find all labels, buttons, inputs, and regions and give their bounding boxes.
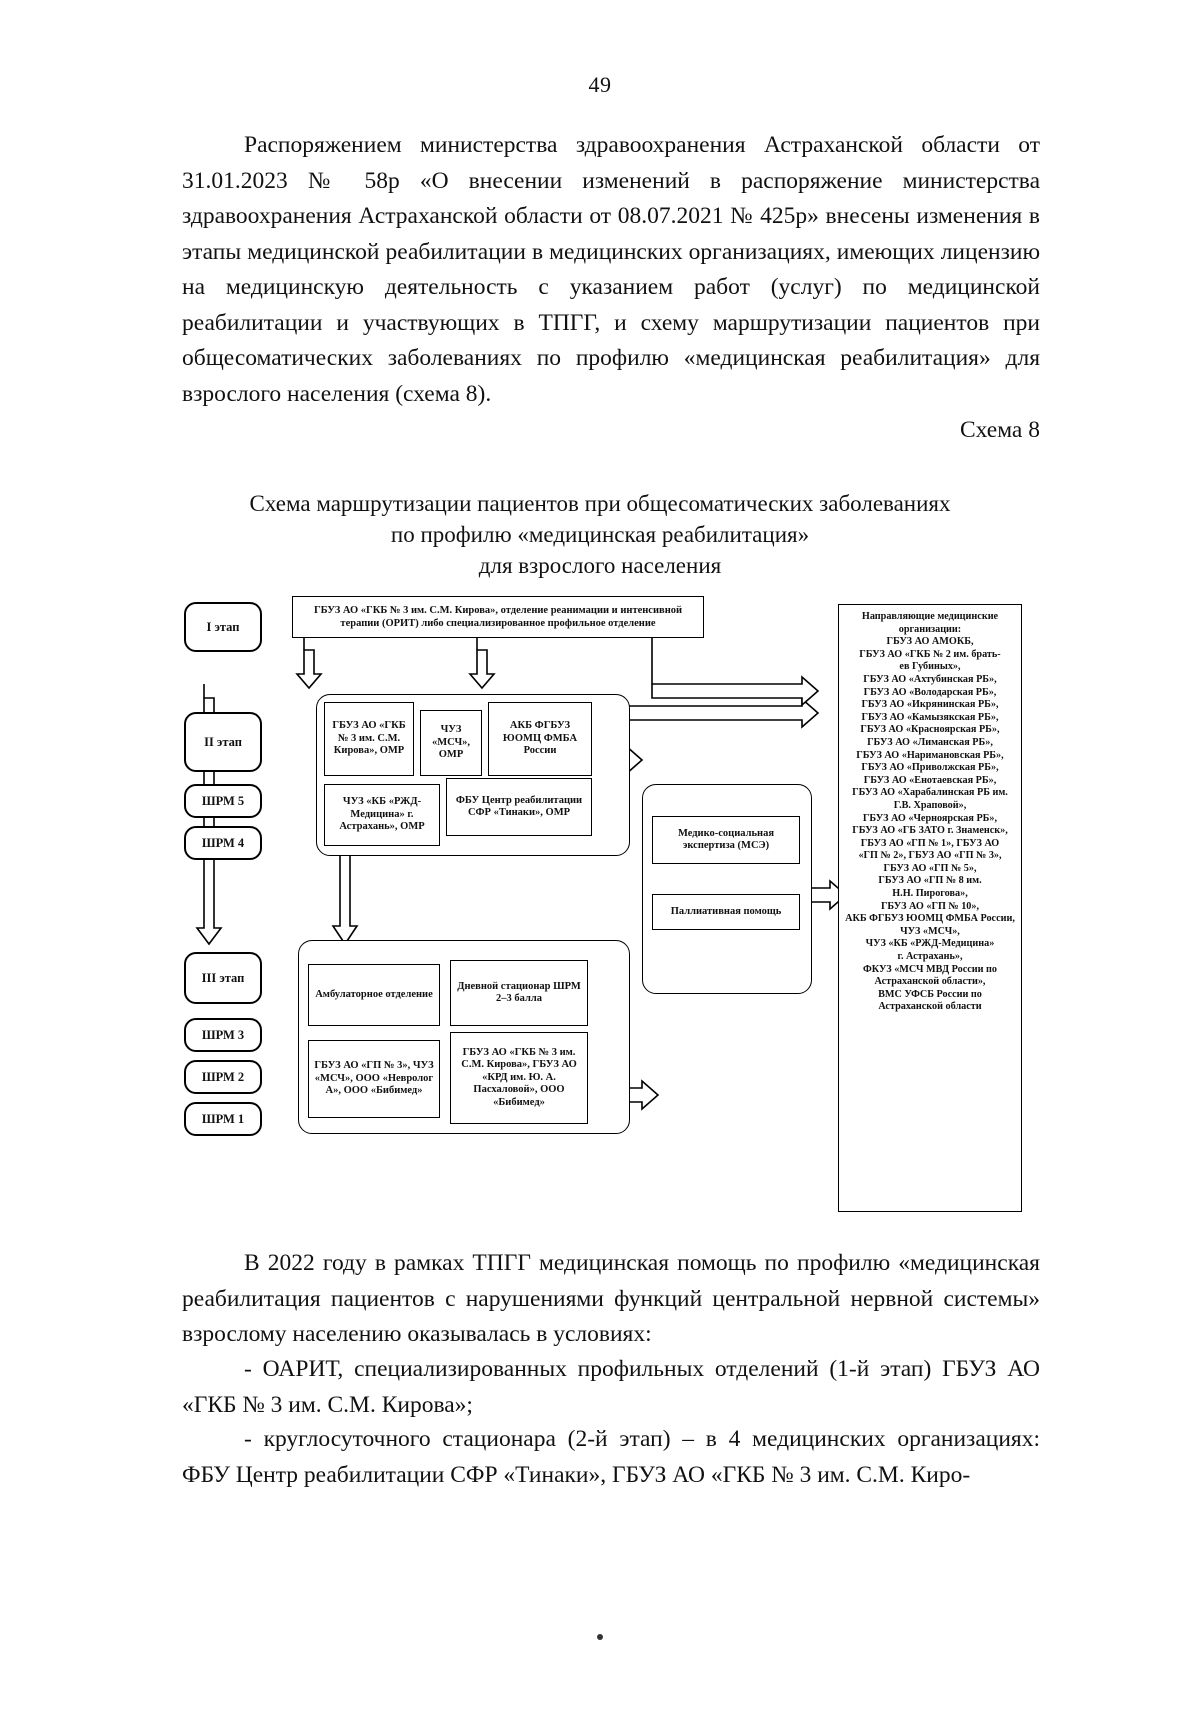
paragraph-stationary-text: - круглосуточного стационара (2-й этап) … (182, 1426, 1040, 1488)
box-label: Амбулаторное отделение (315, 988, 433, 1000)
stage-chip-label: I этап (206, 619, 240, 634)
box-label: ЧУЗ «МСЧ», ОМР (431, 724, 471, 761)
stage-chip-label: II этап (204, 734, 242, 749)
referring-item: ГБУЗ АО «ГП № 8 им. (878, 875, 982, 887)
referring-item: ГБУЗ АО «ГП № 1», ГБУЗ АО (860, 837, 1000, 849)
referring-item: ГБУЗ АО «Черноярская РБ», (862, 812, 998, 824)
box-gkb3-omr[interactable]: ГБУЗ АО «ГКБ № 3 им. С.М. Кирова», ОМР (324, 702, 414, 776)
box-akb-fgbuz[interactable]: АКБ ФГБУЗ ЮОМЦ ФМБА России (488, 702, 592, 776)
paragraph-oarit: - ОАРИТ, специализированных профильных о… (182, 1352, 1040, 1423)
referring-item: «ГП № 2», ГБУЗ АО «ГП № 3», (858, 850, 1002, 862)
box-label: ГБУЗ АО «ГКБ № 3 им. С.М. Кирова», ОМР (332, 720, 406, 757)
diagram-title-line2: по профилю «медицинская реабилитация» (390, 522, 810, 547)
referring-item: ев Губиных», (899, 661, 961, 673)
box-palliative[interactable]: Паллиативная помощь (652, 894, 800, 930)
referring-organizations-panel: Направляющие медицинские организации: ГБ… (838, 604, 1022, 1212)
stage-chip-shrm-3[interactable]: ШРМ 3 (184, 1018, 262, 1052)
stage-chip-label: III этап (201, 970, 245, 985)
page-number: 49 (588, 72, 612, 97)
paragraph-2022: В 2022 году в рамках ТПГГ медицинская по… (182, 1246, 1040, 1353)
referring-item: ГБУЗ АО «Енотаевская РБ», (863, 774, 997, 786)
referring-item: ГБУЗ АО «Ахтубинская РБ», (863, 673, 997, 685)
routing-diagram: I этап II этап ШРМ 5 ШРМ 4 III этап ШРМ … (182, 588, 1022, 1218)
referring-item: ГБУЗ АО «Икрянинская РБ», (861, 699, 999, 711)
diagram-title-line1: Схема маршрутизации пациентов при общесо… (249, 491, 951, 516)
referring-item: г. Астрахань», (897, 951, 963, 963)
paragraph-intro: Распоряжением министерства здравоохранен… (182, 128, 1040, 412)
stage1-banner: ГБУЗ АО «ГКБ № 3 им. С.М. Кирова», отдел… (292, 596, 704, 638)
paragraph-oarit-text: - ОАРИТ, специализированных профильных о… (182, 1356, 1040, 1418)
referring-header-line1: Направляющие медицинские (861, 611, 999, 622)
paragraph-intro-text: Распоряжением министерства здравоохранен… (182, 132, 1040, 407)
referring-item: ГБУЗ АО «Лиманская РБ», (867, 736, 993, 748)
box-day-hospital[interactable]: Дневной стационар ШРМ 2–3 балла (450, 960, 588, 1026)
stage-chip-stage-2[interactable]: II этап (184, 712, 262, 772)
referring-header-line2: организации: (898, 623, 962, 635)
paragraph-stationary: - круглосуточного стационара (2-й этап) … (182, 1422, 1040, 1493)
stage-chip-label: ШРМ 3 (201, 1027, 245, 1042)
stage-chip-shrm-4[interactable]: ШРМ 4 (184, 826, 262, 860)
stage-chip-stage-3[interactable]: III этап (184, 952, 262, 1004)
scheme-label: Схема 8 (959, 417, 1040, 443)
referring-item: ГБУЗ АО «ГП № 10», (880, 900, 980, 912)
referring-item: ГБУЗ АО «Красноярская РБ», (860, 724, 1000, 736)
referring-item: ФКУЗ «МСЧ МВД России по (863, 963, 997, 975)
box-rzd-medicina[interactable]: ЧУЗ «КБ «РЖД-Медицина» г. Астрахань», ОМ… (324, 784, 440, 846)
box-ambulatory[interactable]: Амбулаторное отделение (308, 964, 440, 1026)
stage-chip-label: ШРМ 5 (201, 793, 245, 808)
referring-item: ГБУЗ АО «Наримановская РБ», (856, 749, 1004, 761)
referring-item: ГБУЗ АО «Володарская РБ», (863, 686, 997, 698)
referring-item: Н.Н. Пирогова», (892, 888, 968, 900)
box-label: ГБУЗ АО «ГП № 3», ЧУЗ «МСЧ», ООО «Неврол… (314, 1060, 434, 1097)
referring-item: ГБУЗ АО «ГП № 5», (883, 862, 977, 874)
referring-item: АКБ ФГБУЗ ЮОМЦ ФМБА России, (845, 913, 1015, 925)
referring-item: ЧУЗ «МСЧ», (900, 925, 960, 937)
box-label: Дневной стационар ШРМ 2–3 балла (457, 980, 581, 1005)
footer-dot (597, 1634, 603, 1640)
box-label: АКБ ФГБУЗ ЮОМЦ ФМБА России (502, 720, 578, 757)
referring-item: ВМС УФСБ России по (878, 988, 982, 1000)
stage1-banner-text: ГБУЗ АО «ГКБ № 3 им. С.М. Кирова», отдел… (313, 605, 683, 629)
box-day-hospital-orgs[interactable]: ГБУЗ АО «ГКБ № 3 им. С.М. Кирова», ГБУЗ … (450, 1032, 588, 1124)
stage-chip-label: ШРМ 2 (201, 1069, 245, 1084)
stage-chip-shrm-5[interactable]: ШРМ 5 (184, 784, 262, 818)
referring-item: ГБУЗ АО АМОКБ, (886, 636, 974, 648)
box-label: ФБУ Центр реабилитации СФР «Тинаки», ОМР (455, 794, 583, 819)
box-chuz-msch-omr[interactable]: ЧУЗ «МСЧ», ОМР (420, 710, 482, 776)
stage-chip-label: ШРМ 1 (201, 1111, 245, 1126)
box-ambulatory-orgs[interactable]: ГБУЗ АО «ГП № 3», ЧУЗ «МСЧ», ООО «Неврол… (308, 1040, 440, 1118)
stage-chip-label: ШРМ 4 (201, 835, 245, 850)
referring-item: ГБУЗ АО «Приволжская РБ», (861, 762, 999, 774)
referring-item: ГБУЗ АО «Харабалинская РБ им. (852, 787, 1008, 799)
referring-item: ЧУЗ «КБ «РЖД-Медицина» (865, 938, 995, 950)
box-mse[interactable]: Медико-социальная экспертиза (МСЭ) (652, 816, 800, 864)
box-label: ЧУЗ «КБ «РЖД-Медицина» г. Астрахань», ОМ… (339, 796, 425, 833)
referring-item: Г.В. Храповой», (893, 799, 967, 811)
referring-item: ГБУЗ АО «ГКБ № 2 им. брать- (859, 648, 1001, 660)
box-fbu-tinaki[interactable]: ФБУ Центр реабилитации СФР «Тинаки», ОМР (446, 778, 592, 836)
stage-chip-shrm-1[interactable]: ШРМ 1 (184, 1102, 262, 1136)
stage-chip-shrm-2[interactable]: ШРМ 2 (184, 1060, 262, 1094)
diagram-title: Схема маршрутизации пациентов при общесо… (0, 488, 1200, 581)
box-label: Паллиативная помощь (670, 905, 782, 917)
referring-item: Астраханской области», (874, 976, 986, 988)
referring-item: ГБУЗ АО «Камызякская РБ», (861, 711, 999, 723)
box-label: ГБУЗ АО «ГКБ № 3 им. С.М. Кирова», ГБУЗ … (461, 1046, 577, 1108)
referring-item: Астраханской области (878, 1001, 982, 1013)
referring-item: ГБУЗ АО «ГБ ЗАТО г. Знаменск», (852, 825, 1008, 837)
stage-chip-stage-1[interactable]: I этап (184, 602, 262, 652)
diagram-title-line3: для взрослого населения (478, 553, 722, 578)
paragraph-2022-text: В 2022 году в рамках ТПГГ медицинская по… (182, 1250, 1040, 1347)
box-label: Медико-социальная экспертиза (МСЭ) (677, 827, 775, 852)
